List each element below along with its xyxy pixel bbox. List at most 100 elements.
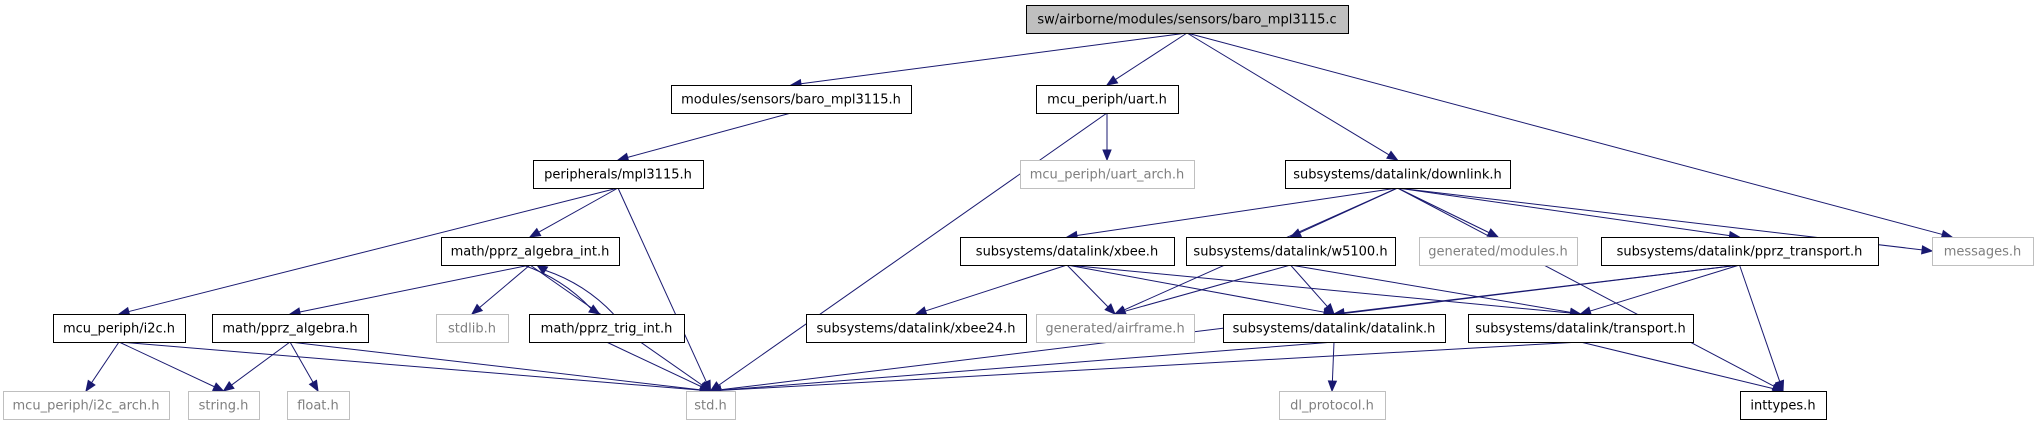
edge-root-to-baro_h (789, 32, 1188, 89)
graph-nodes: sw/airborne/modules/sensors/baro_mpl3115… (3, 5, 2034, 420)
edge-transport_h-to-inttypes_h (1580, 341, 1785, 394)
node-box (1468, 314, 1694, 343)
node-w5100-h[interactable]: subsystems/datalink/w5100.h (1186, 237, 1396, 266)
node-label: std.h (694, 399, 727, 414)
node-float-h: float.h (287, 391, 350, 420)
edge-line (1331, 341, 1335, 382)
node-airframe-h: generated/airframe.h (1036, 314, 1195, 343)
node-root[interactable]: sw/airborne/modules/sensors/baro_mpl3115… (1026, 5, 1349, 34)
node-box (1020, 160, 1195, 189)
edge-line (1076, 187, 1398, 237)
node-box (806, 314, 1027, 343)
edge-line (720, 341, 1581, 391)
node-dl-protocol-h: dl_protocol.h (1279, 391, 1386, 420)
edge-arrowhead (1486, 228, 1500, 238)
edge-arrowhead (1102, 149, 1112, 162)
node-uart-h[interactable]: mcu_periph/uart.h (1036, 85, 1179, 114)
edge-line (128, 187, 619, 313)
edge-line (289, 341, 314, 383)
edge-line (1066, 264, 1325, 313)
node-i2c-h[interactable]: mcu_periph/i2c.h (53, 314, 186, 343)
node-box (960, 237, 1175, 266)
node-messages-h: messages.h (1932, 237, 2034, 266)
edge-w5100_h-to-datalink_h (1290, 264, 1335, 316)
node-label: subsystems/datalink/pprz_transport.h (1617, 245, 1863, 260)
edge-root-to-messages_h (1186, 32, 1954, 239)
node-box (1223, 314, 1446, 343)
node-label: messages.h (1944, 245, 2022, 260)
node-baro-h[interactable]: modules/sensors/baro_mpl3115.h (671, 85, 912, 114)
edge-arrowhead (470, 303, 484, 315)
node-algebra-h[interactable]: math/pprz_algebra.h (212, 314, 369, 343)
node-label: subsystems/datalink/xbee.h (976, 245, 1158, 260)
node-label: mcu_periph/uart_arch.h (1030, 168, 1185, 183)
node-label: float.h (297, 399, 339, 414)
edge-trig_int_h-to-algebra_int_h (535, 264, 614, 315)
node-box (1036, 85, 1179, 114)
edge-line (1186, 32, 1390, 156)
edge-pprz_transport_h-to-inttypes_h (1739, 264, 1785, 393)
edge-arrowhead (222, 380, 235, 392)
edge-xbee_h-to-airframe_h (1066, 264, 1116, 315)
edge-line (1290, 264, 1328, 307)
edge-arrowhead (1104, 303, 1116, 315)
node-label: math/pprz_trig_int.h (541, 322, 673, 337)
node-label: dl_protocol.h (1290, 399, 1374, 414)
node-label: math/pprz_algebra.h (222, 322, 357, 337)
edge-arrowhead (914, 306, 928, 316)
node-box (212, 314, 369, 343)
edge-arrowhead (1775, 379, 1785, 393)
edge-line (1186, 32, 1943, 235)
edge-algebra_int_h-to-trig_int_h (522, 264, 601, 315)
edge-i2c_h-to-i2c_arch_h (85, 341, 120, 393)
node-box (1279, 391, 1386, 420)
edge-line (118, 341, 215, 388)
node-box (1932, 237, 2034, 266)
edge-arrowhead (85, 379, 96, 393)
node-label: subsystems/datalink/xbee24.h (817, 322, 1016, 337)
edge-line (718, 112, 1108, 386)
node-trig-int-h[interactable]: math/pprz_trig_int.h (529, 314, 685, 343)
edge-arrowhead (211, 382, 225, 392)
edge-line (299, 264, 531, 313)
edge-i2c_h-to-std_h (118, 341, 712, 395)
edge-line (479, 264, 531, 308)
node-datalink-h[interactable]: subsystems/datalink/datalink.h (1223, 314, 1446, 343)
edge-arrowhead (1386, 150, 1399, 161)
node-label: stdlib.h (448, 322, 496, 337)
edge-arrowhead (1921, 245, 1934, 255)
edge-line (1124, 264, 1291, 312)
node-xbee-h[interactable]: subsystems/datalink/xbee.h (960, 237, 1175, 266)
node-stdlib-h: stdlib.h (436, 314, 509, 343)
edge-line (1115, 32, 1188, 80)
edge-line (720, 341, 1335, 391)
node-algebra-int-h[interactable]: math/pprz_algebra_int.h (441, 237, 620, 266)
node-pprz-transport-h[interactable]: subsystems/datalink/pprz_transport.h (1601, 237, 1879, 266)
edge-pprz_transport_h-to-transport_h (1579, 264, 1740, 316)
node-box (686, 391, 736, 420)
node-box (533, 160, 704, 189)
edge-arrowhead (308, 379, 319, 393)
edge-mpl3115_h-to-algebra_int_h (528, 187, 619, 238)
edge-line (231, 341, 291, 386)
node-box (441, 237, 620, 266)
node-xbee24-h[interactable]: subsystems/datalink/xbee24.h (806, 314, 1027, 343)
node-inttypes-h[interactable]: inttypes.h (1740, 391, 1827, 420)
node-label: inttypes.h (1750, 399, 1815, 414)
edge-line (1739, 264, 1781, 382)
edge-line (91, 341, 120, 383)
edge-line (538, 187, 619, 233)
edge-arrowhead (1579, 306, 1592, 316)
node-mpl3115-h[interactable]: peripherals/mpl3115.h (533, 160, 704, 189)
node-box (1285, 160, 1511, 189)
node-box (671, 85, 912, 114)
node-i2c-arch-h: mcu_periph/i2c_arch.h (3, 391, 170, 420)
edge-line (627, 112, 792, 158)
edge-line (118, 341, 701, 391)
edge-transport_h-to-std_h (709, 341, 1581, 396)
node-box (287, 391, 350, 420)
node-downlink-h[interactable]: subsystems/datalink/downlink.h (1285, 160, 1511, 189)
edge-line (1066, 264, 1571, 314)
node-transport-h[interactable]: subsystems/datalink/transport.h (1468, 314, 1694, 343)
